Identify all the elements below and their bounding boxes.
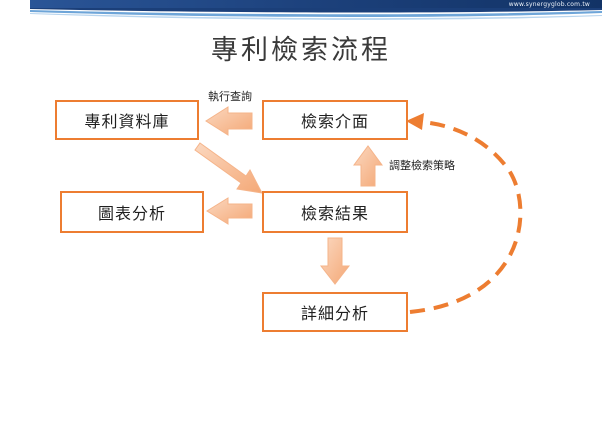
label-execute-query: 執行查詢 <box>208 90 252 103</box>
loop-arrowhead <box>406 113 424 130</box>
page-title: 專利檢索流程 <box>211 35 391 66</box>
arrow-results-to-detailed-analysis <box>319 237 351 285</box>
banner-url: www.synergyglob.com.tw <box>508 1 590 8</box>
arrow-patent-db-to-results <box>194 142 263 194</box>
arrow-results-to-search-ui <box>353 145 383 187</box>
banner-swoosh <box>30 0 602 20</box>
top-banner: www.synergyglob.com.tw <box>0 0 602 24</box>
node-search-results: 檢索結果 <box>262 191 408 233</box>
label-adjust-strategy: 調整檢索策略 <box>389 159 455 172</box>
arrow-search-ui-to-patent-db <box>205 106 253 136</box>
node-detailed-analysis: 詳細分析 <box>262 292 408 332</box>
node-patent-db: 專利資料庫 <box>55 100 199 140</box>
arrow-results-to-chart-analysis <box>206 197 253 225</box>
node-chart-analysis: 圖表分析 <box>60 191 204 233</box>
node-search-ui: 檢索介面 <box>262 100 408 140</box>
loop-dashed-arc <box>409 120 523 314</box>
